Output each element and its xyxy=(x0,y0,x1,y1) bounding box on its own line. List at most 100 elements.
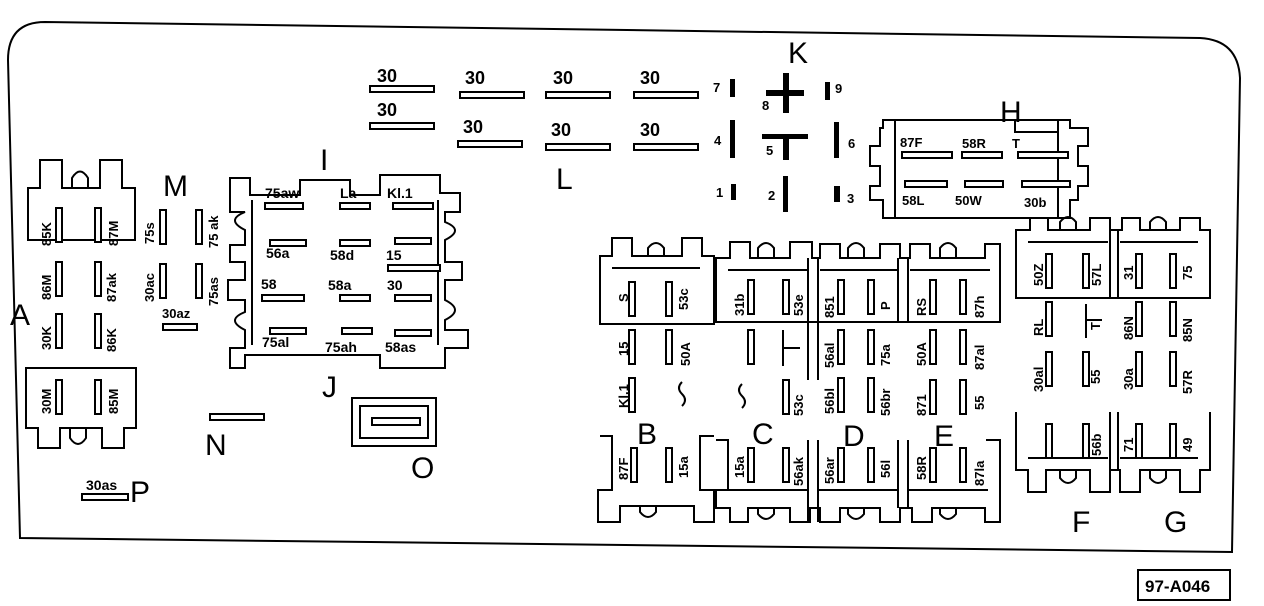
pin-label: 53c xyxy=(791,394,806,416)
pin-label: 56ar xyxy=(822,457,837,484)
slot xyxy=(545,91,611,99)
pin-label: 86K xyxy=(104,328,119,352)
pin-label: 57R xyxy=(1180,370,1195,394)
relay-housing xyxy=(715,241,1001,323)
slot xyxy=(747,329,755,365)
slot xyxy=(1021,180,1071,188)
slot xyxy=(959,279,967,315)
pin-label: 75 ak xyxy=(206,215,221,248)
slot xyxy=(339,202,371,210)
k-block: K 7 8 9 4 5 6 1 2 3 xyxy=(713,37,855,212)
relay-ij: I J 75aw La Kl.1 56a 58d 15 58 58a 30 75… xyxy=(227,144,469,404)
slot xyxy=(55,261,63,297)
pin-label: 56bl xyxy=(822,388,837,414)
slot xyxy=(959,379,967,415)
slot xyxy=(1082,351,1090,387)
pin-label: 871 xyxy=(914,394,929,416)
slot xyxy=(1135,301,1143,337)
label-30: 30 xyxy=(377,66,397,86)
label-30: 30 xyxy=(377,100,397,120)
block-letter-J: J xyxy=(322,371,337,404)
slot xyxy=(782,279,790,315)
slot xyxy=(904,180,948,188)
pin-label: 85N xyxy=(1180,318,1195,342)
pin-label: 30az xyxy=(162,306,191,321)
pin-label: 75s xyxy=(142,222,157,244)
slot xyxy=(94,207,102,243)
label-30: 30 xyxy=(463,117,483,137)
slot xyxy=(392,202,434,210)
pin-label: 30b xyxy=(1024,195,1046,210)
pin-label: 85K xyxy=(39,222,54,246)
pin-label: 31 xyxy=(1121,266,1136,280)
pin-label: 87F xyxy=(616,458,631,480)
slot xyxy=(1135,351,1143,387)
reference-code-box: 97-A046 xyxy=(1137,569,1231,601)
pin xyxy=(730,79,735,97)
pin-label: 75a xyxy=(878,344,893,366)
pin-label: S xyxy=(616,293,631,302)
pin-number: 9 xyxy=(835,81,842,96)
relay-housing-detail xyxy=(69,428,87,445)
block-o: O xyxy=(351,397,437,485)
slot xyxy=(162,323,198,331)
slot xyxy=(1169,253,1177,289)
block-letter-M: M xyxy=(163,170,188,203)
slot xyxy=(837,329,845,365)
pin-label: 87la xyxy=(972,460,987,486)
pin-number: 5 xyxy=(766,143,773,158)
slot xyxy=(961,151,1003,159)
pin-label: La xyxy=(340,185,357,201)
pin-label: 56l xyxy=(878,460,893,478)
pin-number: 8 xyxy=(762,98,769,113)
slot xyxy=(1169,351,1177,387)
pin-label: 87h xyxy=(972,296,987,318)
relay-housing xyxy=(27,159,136,241)
slot xyxy=(837,377,845,413)
relay-fg: F G 50Z 57L 31 75 RL T 86N 85N 30al 55 3… xyxy=(1015,216,1211,539)
pin-number: 6 xyxy=(848,136,855,151)
relay-housing-detail xyxy=(251,200,439,345)
slot xyxy=(1045,301,1053,337)
block-letter-N: N xyxy=(205,429,227,462)
slot xyxy=(633,143,699,151)
block-letter-B: B xyxy=(637,418,657,451)
pin-label: 86N xyxy=(1121,316,1136,340)
pin-label: 58as xyxy=(385,339,416,355)
slot xyxy=(929,279,937,315)
pin-label: 30a xyxy=(1121,368,1136,390)
pin-label: RS xyxy=(914,298,929,316)
block-letter-D: D xyxy=(843,420,865,453)
label-30: 30 xyxy=(640,68,660,88)
slot xyxy=(159,209,167,245)
pin xyxy=(766,90,804,96)
slot xyxy=(545,143,611,151)
relay-d: D 851 P 56al 75a 56bl 56br xyxy=(822,279,893,453)
relay-cde-lower: 15a 56ak 56ar 56l 58R 87la xyxy=(715,439,1001,523)
slot xyxy=(867,329,875,365)
diode-symbol-icon xyxy=(678,381,686,407)
pin-label: 85M xyxy=(106,389,121,414)
pin-label: 15a xyxy=(732,456,747,478)
slot xyxy=(929,447,937,483)
pin-label: T xyxy=(1088,322,1103,330)
fuse-holder-inner xyxy=(359,405,429,439)
relay-housing-detail xyxy=(728,258,990,380)
pin-label: 15 xyxy=(386,247,402,263)
slot xyxy=(901,151,953,159)
pin-number: 3 xyxy=(847,191,854,206)
pin xyxy=(730,120,735,158)
slot xyxy=(628,377,636,413)
pin-label: 15 xyxy=(616,342,631,356)
pin xyxy=(834,186,840,202)
relay-housing xyxy=(1015,217,1211,299)
slot xyxy=(394,294,432,302)
pin-label: 30M xyxy=(39,389,54,414)
slot xyxy=(394,237,432,245)
block-letter-O: O xyxy=(411,452,434,485)
pin-label: 58R xyxy=(962,136,986,151)
pin-label: 87M xyxy=(106,221,121,246)
slot xyxy=(633,91,699,99)
slot xyxy=(630,447,638,483)
label-30: 30 xyxy=(553,68,573,88)
